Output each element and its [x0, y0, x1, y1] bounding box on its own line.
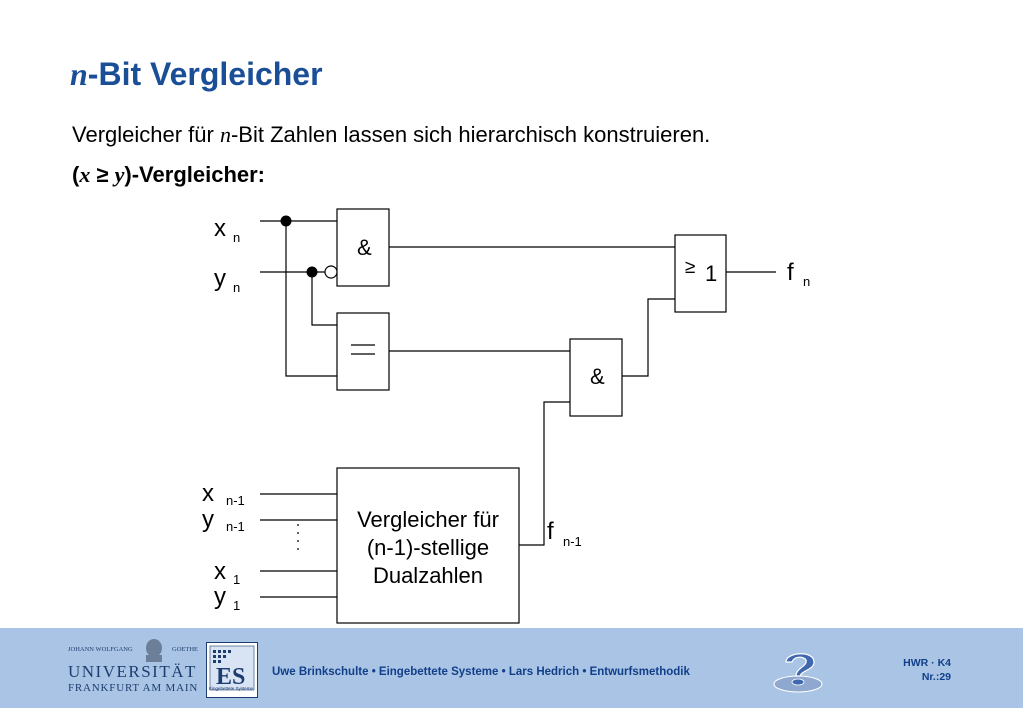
title-var: n — [70, 56, 88, 92]
wire-and2-to-or — [622, 298, 675, 377]
subheading-op: ≥ — [90, 162, 115, 187]
es-logo-icon: ES — [206, 642, 258, 698]
wire-sub-to-and2 — [519, 401, 570, 546]
wire-yn-branch — [311, 272, 337, 326]
subheading: (x ≥ y)-Vergleicher: — [72, 162, 265, 188]
subheading-close: )-Vergleicher: — [124, 162, 266, 187]
sub-comparator-line1: Vergleicher für — [357, 507, 499, 532]
subheading-y: y — [114, 162, 125, 187]
intro-var: n — [219, 122, 231, 147]
label-xn1-sub: n-1 — [226, 493, 245, 508]
slide-code-line1: HWR · K4 — [903, 657, 951, 669]
label-fn-sub: n — [803, 274, 810, 289]
label-x1-sub: 1 — [233, 572, 240, 587]
goethe-portrait-icon — [146, 639, 162, 662]
junction-xn — [280, 215, 292, 227]
department-logo-icon — [773, 653, 823, 693]
university-small-left: JOHANN WOLFGANG — [68, 646, 133, 653]
label-yn1: y — [202, 506, 214, 533]
university-small-right: GOETHE — [172, 646, 198, 653]
label-fn1-sub: n-1 — [563, 534, 582, 549]
inverter-bubble — [324, 265, 338, 279]
university-logo: JOHANN WOLFGANG GOETHE UNIVERSITÄT FRANK… — [68, 638, 203, 694]
or-gate-one: 1 — [705, 261, 717, 286]
sub-comparator-line2: (n-1)-stellige — [367, 535, 489, 560]
label-fn1: f — [547, 518, 554, 545]
es-logo-caption: Eingebettete Systeme — [209, 686, 254, 691]
label-x1: x — [214, 558, 226, 585]
svg-text:ES: ES — [216, 664, 245, 690]
university-name: UNIVERSITÄT — [68, 662, 197, 681]
footer-credits: Uwe Brinkschulte • Eingebettete Systeme … — [272, 666, 690, 678]
label-yn1-sub: n-1 — [226, 519, 245, 534]
label-xn-sub: n — [233, 230, 240, 245]
footer-bar: JOHANN WOLFGANG GOETHE UNIVERSITÄT FRANK… — [0, 628, 1023, 708]
intro-before: Vergleicher für — [72, 122, 220, 147]
intro-after: -Bit Zahlen lassen sich hierarchisch kon… — [230, 122, 711, 147]
or-gate-ge-symbol: ≥ — [685, 257, 695, 278]
university-city: FRANKFURT AM MAIN — [68, 682, 199, 694]
slide-code-line2: Nr.:29 — [921, 671, 951, 683]
intro-text: Vergleicher für n-Bit Zahlen lassen sich… — [72, 122, 710, 148]
label-fn: f — [787, 259, 794, 286]
comparator-circuit: x n y n x n-1 y n-1 x 1 y 1 & & ≥ 1 Verg… — [202, 208, 810, 624]
subheading-x: x — [79, 162, 91, 187]
title-text: -Bit Vergleicher — [87, 56, 323, 92]
subheading-open: ( — [72, 162, 80, 187]
slide-title: n-Bit Vergleicher — [70, 56, 323, 93]
label-y1: y — [214, 583, 226, 610]
equality-gate — [336, 312, 390, 391]
or-gate — [674, 234, 727, 313]
label-yn: y — [214, 265, 226, 292]
label-xn1: x — [202, 480, 214, 507]
and-gate-top-symbol: & — [357, 235, 372, 260]
junction-yn — [306, 266, 318, 278]
and-gate-middle-symbol: & — [590, 364, 605, 389]
slide-code: HWR · K4 Nr.:29 — [903, 656, 951, 684]
label-xn: x — [214, 215, 226, 242]
label-y1-sub: 1 — [233, 598, 240, 613]
sub-comparator-line3: Dualzahlen — [373, 563, 483, 588]
label-yn-sub: n — [233, 280, 240, 295]
wire-xn-branch — [285, 221, 337, 377]
and-gate-middle — [569, 338, 623, 417]
